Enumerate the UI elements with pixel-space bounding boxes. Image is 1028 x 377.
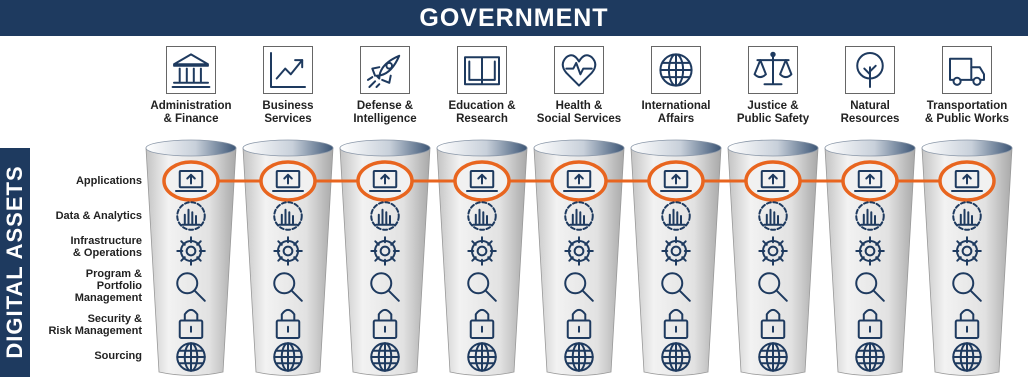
department-label: Justice & Public Safety [736,100,810,125]
magnifier-icon [855,272,885,302]
laptop-upload-icon [175,170,207,192]
magnifier-icon [273,272,303,302]
magnifier-icon [176,272,206,302]
gear-icon [952,236,982,266]
magnifier-icon [758,272,788,302]
department-label: International Affairs [641,100,711,125]
department-icon-box [845,46,895,94]
magnifier-icon [564,272,594,302]
padlock-icon [372,308,398,339]
gear-icon [758,236,788,266]
government-banner: GOVERNMENT [0,0,1028,36]
globe-icon [273,342,303,372]
laptop-upload-icon [272,170,304,192]
scales-icon [753,51,793,86]
analytics-icon [467,201,497,231]
magnifier-icon [370,272,400,302]
department-label: Health & Social Services [536,100,622,125]
analytics-icon [564,201,594,231]
department-label: Natural Resources [840,100,900,125]
laptop-upload-icon [466,170,498,192]
padlock-icon [954,308,980,339]
magnifier-icon [952,272,982,302]
globe-icon [952,342,982,372]
globe-icon [564,342,594,372]
laptop-upload-icon [563,170,595,192]
globe-icon [370,342,400,372]
gear-icon [855,236,885,266]
asset-row-label: Security & Risk Management [48,313,142,337]
banner-title: GOVERNMENT [419,4,609,32]
analytics-icon [952,201,982,231]
gear-icon [273,236,303,266]
department-icon-box [554,46,604,94]
truck-icon [949,57,985,86]
department-icon-box [360,46,410,94]
laptop-upload-icon [757,170,789,192]
gear-icon [564,236,594,266]
analytics-icon [370,201,400,231]
department-icon-box [651,46,701,94]
heart-pulse-icon [561,54,597,87]
department-label: Business Services [262,100,314,125]
analytics-icon [176,201,206,231]
department-label: Administration & Finance [150,100,232,125]
rocket-icon [367,54,401,88]
asset-row-label: Program & Portfolio Management [74,268,142,304]
asset-row-label: Applications [75,175,142,187]
padlock-icon [760,308,786,339]
laptop-upload-icon [660,170,692,192]
digital-assets-side-label: DIGITAL ASSETS [0,148,30,377]
laptop-upload-icon [854,170,886,192]
analytics-icon [273,201,303,231]
globe-icon [855,342,885,372]
department-icon-box [457,46,507,94]
department-label: Transportation & Public Works [924,100,1010,125]
department-label: Defense & Intelligence [353,100,417,125]
department-label: Education & Research [448,100,516,125]
laptop-upload-icon [369,170,401,192]
department-icon-box [263,46,313,94]
asset-row-label: Data & Analytics [55,210,142,222]
gear-icon [661,236,691,266]
gear-icon [467,236,497,266]
magnifier-icon [661,272,691,302]
department-icon-box [942,46,992,94]
department-icon-box [748,46,798,94]
padlock-icon [275,308,301,339]
globe-icon [467,342,497,372]
open-book-icon [464,56,500,86]
gear-icon [370,236,400,266]
globe-icon [661,342,691,372]
globe-icon [176,342,206,372]
asset-row-label: Sourcing [94,350,142,362]
globe-icon [758,342,788,372]
analytics-icon [758,201,788,231]
asset-row-label: Infrastructure & Operations [70,235,142,259]
padlock-icon [663,308,689,339]
department-icon-box [166,46,216,94]
tree-icon [856,52,884,88]
padlock-icon [178,308,204,339]
analytics-icon [855,201,885,231]
padlock-icon [566,308,592,339]
padlock-icon [857,308,883,339]
government-building-icon [171,53,211,88]
padlock-icon [469,308,495,339]
globe-icon [659,53,693,87]
trend-chart-icon [270,52,306,88]
magnifier-icon [467,272,497,302]
laptop-upload-icon [951,170,983,192]
analytics-icon [661,201,691,231]
gear-icon [176,236,206,266]
